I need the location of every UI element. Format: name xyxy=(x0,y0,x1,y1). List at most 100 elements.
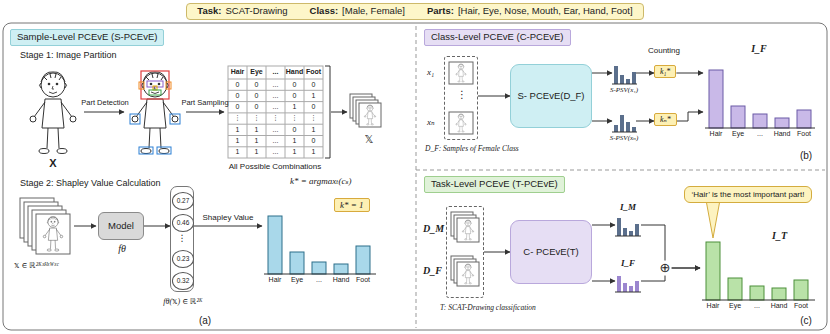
node-text: ⋮ xyxy=(457,89,467,101)
shapley-bars xyxy=(290,252,304,274)
combination-table xyxy=(228,66,323,158)
image-stack xyxy=(36,214,70,254)
dataset-group: D_MD_F xyxy=(446,206,484,298)
mini-bars xyxy=(617,218,621,236)
task-bars xyxy=(772,288,786,300)
table-header: Hand xyxy=(286,68,304,76)
ellipsis: ⋮ xyxy=(178,233,187,243)
mini-bars xyxy=(626,122,630,132)
detected-drawing xyxy=(130,114,140,124)
bar-chart: I_THairEye...HandFoot xyxy=(700,230,815,316)
score-circle: 0.23 xyxy=(172,250,195,268)
table-cell: 1 xyxy=(255,126,259,134)
mini-bars xyxy=(617,218,639,236)
bar-icon: S-PSV(xₙ) xyxy=(612,110,636,132)
table-cell: ⋮ xyxy=(291,114,298,122)
image-thumbnail xyxy=(449,62,473,134)
node-text: [Hair, Eye, Nose, Mouth, Ear, Hand, Foot… xyxy=(458,6,633,17)
score-circle: 0.27 xyxy=(172,192,195,210)
connector xyxy=(144,226,170,227)
section-label: Stage 2: Shapley Value Calculation xyxy=(20,178,160,188)
outer-frame xyxy=(416,26,417,328)
combination-table xyxy=(228,112,323,113)
detected-drawing xyxy=(166,82,171,89)
detected-drawing xyxy=(139,82,144,89)
step-label: Counting xyxy=(648,46,680,55)
flow-arrow xyxy=(74,226,96,227)
image-stack xyxy=(451,212,479,286)
result-box: k* = 1 xyxy=(334,198,370,212)
panel-label: (b) xyxy=(800,150,812,162)
combination-table xyxy=(285,66,286,158)
mini-bars xyxy=(614,125,618,132)
image-stack xyxy=(462,220,473,240)
detected-drawing xyxy=(153,86,157,90)
table-cell: 0 xyxy=(312,103,316,111)
female-bars xyxy=(775,118,789,128)
shapley-bars xyxy=(356,246,370,274)
table-cell: 0 xyxy=(293,92,297,100)
mini-bars xyxy=(612,66,637,132)
mini-bars xyxy=(632,127,636,132)
image-thumbnail xyxy=(456,114,466,132)
mini-bars xyxy=(626,79,630,84)
node-text: I_T xyxy=(772,230,787,242)
table-cell: 0 xyxy=(236,103,240,111)
node-text: S- PCEvE(D_F) xyxy=(517,91,584,102)
mini-bars xyxy=(635,224,639,236)
bar-icon: I_F xyxy=(615,270,641,292)
table-header: Foot xyxy=(306,68,321,76)
image-thumbnail xyxy=(449,112,473,134)
table-cell: 0 xyxy=(255,92,259,100)
connector xyxy=(478,96,510,97)
female-bars xyxy=(705,128,815,129)
table-cell: 0 xyxy=(312,81,316,89)
node-text: Class: xyxy=(310,6,339,17)
mini-bars xyxy=(620,115,624,132)
node-text: D_M xyxy=(423,223,444,235)
combination-table xyxy=(228,146,323,147)
connector xyxy=(592,121,612,122)
image-stack xyxy=(462,264,473,284)
table-cell: ⋮ xyxy=(253,114,260,122)
header-banner: Task:SCAT-DrawingClass:[Male, Female]Par… xyxy=(186,3,643,20)
table-cell: 0 xyxy=(293,126,297,134)
mini-bars xyxy=(623,228,627,236)
connector xyxy=(592,73,612,74)
node-text: k* = 1 xyxy=(340,200,364,210)
table-cell: 1 xyxy=(312,92,316,100)
table-cell: 1 xyxy=(255,148,259,156)
outer-frame xyxy=(416,170,825,171)
node-text: SCAT-Drawing xyxy=(225,6,287,17)
table-cell: 0 xyxy=(293,81,297,89)
index-box: kₙ* xyxy=(654,113,677,126)
sum-symbol: ⊕ xyxy=(659,261,672,276)
axis-label: Eye xyxy=(732,130,744,138)
detected-drawing xyxy=(149,90,161,95)
connector xyxy=(677,112,703,121)
node-text: [Male, Female] xyxy=(342,6,405,17)
table-cell: ... xyxy=(273,126,279,134)
connector xyxy=(194,226,262,227)
table-cell: 1 xyxy=(255,137,259,145)
node-text: S-PSV(xₙ) xyxy=(610,134,639,142)
node-text: Sample-Level PCEvE (S-PCEvE) xyxy=(17,32,157,43)
table-header: Hair xyxy=(231,68,245,76)
table-cell: ... xyxy=(273,137,279,145)
table-cell: 1 xyxy=(312,148,316,156)
bar-chart: I_FHairEye...HandFoot xyxy=(703,42,815,142)
female-bars xyxy=(797,110,811,128)
female-bars xyxy=(709,70,723,128)
axis-label: Hand xyxy=(333,276,350,284)
node-text: 0.46 xyxy=(177,219,190,226)
image-thumbnail xyxy=(456,64,466,82)
combination-table xyxy=(247,66,248,158)
panel-label: (a) xyxy=(199,315,211,327)
shapley-bars xyxy=(264,216,376,274)
table-header: ... xyxy=(273,68,279,76)
node-text: k₁* xyxy=(660,67,670,76)
task-bars xyxy=(702,300,815,301)
shapley-bars xyxy=(264,274,376,275)
